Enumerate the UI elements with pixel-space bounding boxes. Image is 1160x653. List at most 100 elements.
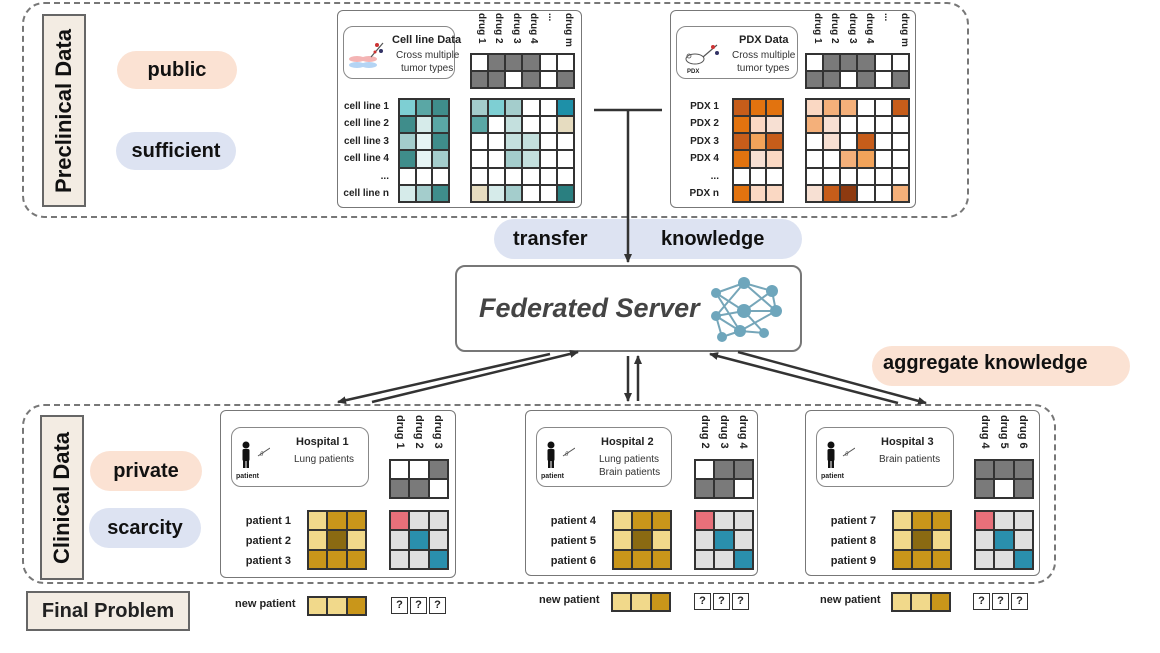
hospital-name: Hospital 2 — [601, 436, 654, 448]
response-cell — [714, 549, 734, 569]
drug-cell — [428, 479, 448, 498]
row-label: cell line 1 — [343, 101, 389, 112]
response-cell — [840, 116, 858, 134]
drug-cell — [471, 54, 489, 71]
clinical-region — [22, 404, 1056, 584]
patient-icon: θ patient — [236, 441, 270, 480]
feature-cell — [432, 184, 449, 202]
response-cell — [840, 184, 858, 202]
response-cell — [975, 530, 995, 550]
feature-cell — [399, 167, 416, 185]
feature-cell — [346, 597, 366, 615]
hospital-patients-line1: Lung patients — [294, 454, 355, 465]
response-cell — [539, 133, 557, 151]
row-label: PDX 2 — [690, 118, 719, 129]
unknown-response-row: ??? — [694, 593, 749, 610]
feature-cell — [912, 511, 932, 531]
cell-line-info-box: Cell line Data Cross multiple tumor type… — [343, 26, 461, 79]
drug-cell — [733, 460, 753, 479]
response-cell — [488, 167, 506, 185]
drug-cell — [823, 71, 841, 88]
response-cell — [806, 116, 824, 134]
feature-cell — [432, 150, 449, 168]
response-cell — [891, 133, 909, 151]
response-cell — [471, 99, 489, 117]
drug-cell — [891, 71, 909, 88]
drug-cell — [522, 54, 540, 71]
response-cell — [522, 167, 540, 185]
feature-cell — [613, 549, 633, 569]
patient-row-label: patient 8 — [830, 535, 876, 547]
response-cell — [556, 116, 574, 134]
hospital-name: Hospital 3 — [881, 436, 934, 448]
feature-cell — [733, 150, 750, 168]
response-cell — [823, 167, 841, 185]
response-cell — [556, 133, 574, 151]
feature-cell — [399, 184, 416, 202]
cell-line-data-card: Cell line Data Cross multiple tumor type… — [337, 10, 582, 208]
response-cell — [714, 530, 734, 550]
feature-cell — [308, 597, 328, 615]
response-cell — [522, 184, 540, 202]
pdx-subtitle-2: tumor types — [737, 63, 790, 74]
server-to-h3-arrow — [737, 350, 927, 405]
patient-feature-grid — [612, 510, 672, 570]
drug-cell — [409, 460, 429, 479]
neural-network-icon — [711, 277, 782, 342]
drug-cell — [975, 460, 995, 479]
hospital-patients-line1: Brain patients — [879, 454, 941, 465]
new-patient-feature-row — [891, 592, 951, 612]
response-cell — [539, 99, 557, 117]
hospital-drug-grid — [974, 459, 1034, 499]
knowledge-label: knowledge — [661, 228, 765, 250]
svg-text:θ: θ — [565, 450, 569, 458]
patient-feature-grid — [892, 510, 952, 570]
pdx-mouse-icon: PDX — [685, 44, 719, 75]
feature-cell — [893, 511, 913, 531]
feature-cell — [399, 150, 416, 168]
pdx-info-box: PDX PDX Data Cross multiple tumor types — [676, 26, 798, 79]
feature-cell — [733, 167, 750, 185]
feature-cell — [749, 133, 767, 151]
patient-row-label: patient 6 — [550, 555, 596, 567]
response-cell — [390, 530, 410, 550]
row-label: ... — [380, 171, 389, 182]
response-cell — [390, 549, 410, 569]
feature-cell — [632, 511, 652, 531]
response-cell — [539, 184, 557, 202]
response-cell — [975, 511, 995, 531]
response-cell — [390, 511, 410, 531]
feature-cell — [308, 530, 328, 550]
unknown-response-cell: ? — [410, 597, 427, 614]
response-cell — [823, 150, 841, 168]
response-cell — [874, 184, 892, 202]
feature-cell — [766, 133, 783, 151]
federated-server-label: Federated Server — [479, 293, 700, 323]
feature-cell — [733, 99, 750, 117]
feature-cell — [766, 150, 783, 168]
drug-cell — [390, 479, 410, 498]
drug-cell — [714, 479, 734, 498]
response-cell — [1013, 511, 1033, 531]
drug-cell — [874, 71, 892, 88]
response-cell — [488, 133, 506, 151]
drug-cell — [488, 54, 506, 71]
response-cell — [522, 99, 540, 117]
response-cell — [874, 133, 892, 151]
row-label: PDX 3 — [690, 136, 719, 147]
new-patient-label: new patient — [539, 594, 600, 606]
response-cell — [522, 116, 540, 134]
hospital-patients-line2: Brain patients — [599, 467, 661, 478]
feature-cell — [399, 116, 416, 134]
drug-cell — [428, 460, 448, 479]
feature-cell — [749, 184, 767, 202]
pdx-drug-grid — [805, 53, 910, 89]
response-cell — [733, 511, 753, 531]
transfer-label: transfer — [513, 228, 588, 250]
row-label: PDX n — [689, 188, 719, 199]
response-cell — [857, 150, 875, 168]
feature-cell — [346, 530, 366, 550]
transfer-knowledge-pill — [494, 219, 802, 259]
response-cell — [874, 116, 892, 134]
feature-cell — [327, 530, 347, 550]
